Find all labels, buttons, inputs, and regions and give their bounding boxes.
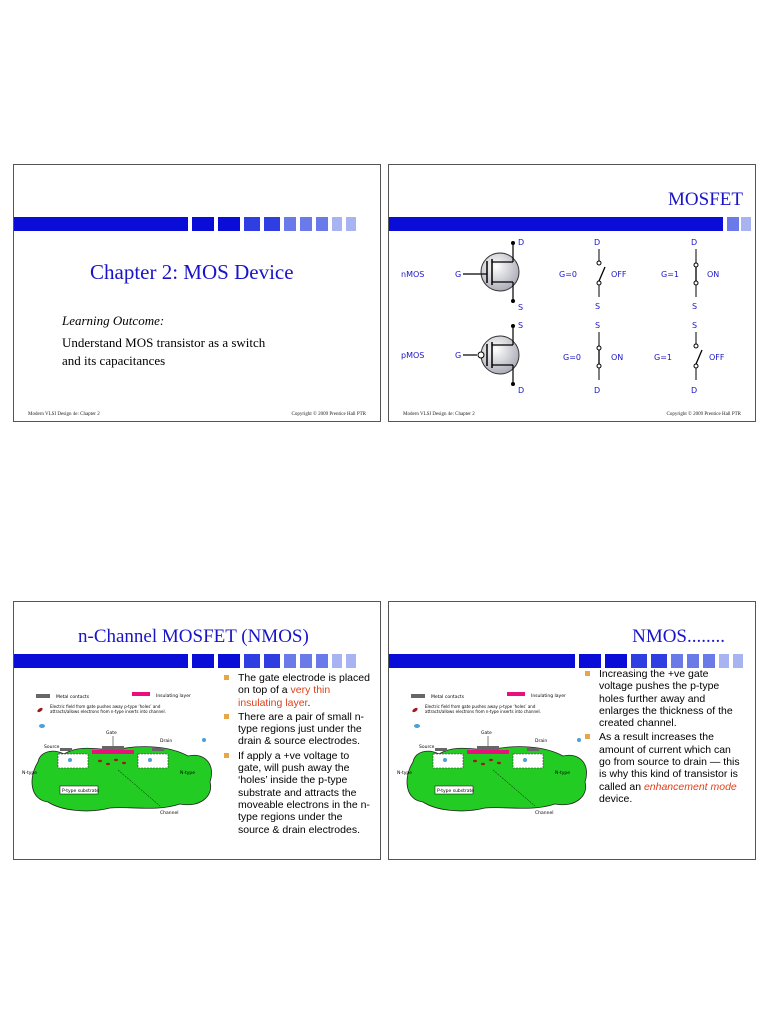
bullet-item: Increasing the +ve gate voltage pushes t…: [585, 668, 745, 729]
bullet-item: As a result increases the amount of curr…: [585, 731, 745, 805]
on-label: ON: [707, 270, 719, 279]
gate-label: Gate: [106, 730, 117, 736]
slide-title: Chapter 2: MOS Device: [90, 260, 294, 284]
legend-metal-contacts: Metal contacts: [56, 694, 90, 700]
drain-label: Drain: [535, 738, 547, 744]
drain-label: Drain: [160, 738, 172, 744]
drain-label: D: [518, 238, 524, 247]
field-text-line2: attracts/allows electrons from n-type in…: [425, 709, 541, 714]
drain-label: D: [691, 386, 697, 395]
switch-open-icon: [598, 266, 606, 282]
off-label: OFF: [611, 270, 627, 279]
nmos-cross-section-diagram: Metal contacts Insulating layer Electric…: [397, 692, 587, 816]
bullet-list: Increasing the +ve gate voltage pushes t…: [585, 668, 745, 807]
field-text-line1: Electric field from gate pushes away p-t…: [50, 704, 161, 709]
legend-insulating-layer: Insulating layer: [531, 693, 566, 699]
bullet-item: The gate electrode is placed on top of a…: [224, 672, 372, 709]
source-label: Source: [44, 744, 60, 750]
nmos-cross-section-diagram: Metal contacts Insulating layer Electric…: [22, 692, 212, 816]
gate-label: G: [455, 270, 461, 279]
source-label: Source: [419, 744, 435, 750]
highlight-text: very thin insulating layer: [238, 684, 331, 709]
decor-bar: [389, 654, 755, 668]
footer-left: Modern VLSI Design 4e: Chapter 2: [28, 412, 100, 417]
drain-label: D: [518, 386, 524, 395]
g1-label: G=1: [654, 353, 672, 362]
slide-title: n-Channel MOSFET (NMOS): [78, 626, 309, 647]
pmos-label: pMOS: [401, 351, 424, 360]
on-label: ON: [611, 353, 623, 362]
source-label: S: [518, 321, 523, 330]
decor-bar: [14, 654, 380, 668]
off-label: OFF: [709, 353, 725, 362]
field-text-line2: attracts/allows electrons from n-type in…: [50, 709, 166, 714]
source-label: S: [518, 303, 523, 312]
source-label: S: [692, 302, 697, 311]
field-text-line1: Electric field from gate pushes away p-t…: [425, 704, 536, 709]
footer-right: Copyright © 2009 Prentice Hall PTR: [291, 412, 367, 417]
drain-label: D: [691, 238, 697, 247]
drain-label: D: [594, 238, 600, 247]
channel-label: Channel: [160, 810, 178, 816]
legend-metal-contacts: Metal contacts: [431, 694, 465, 700]
footer-left: Modern VLSI Design 4e: Chapter 2: [403, 412, 475, 417]
slide-nmos-continued: NMOS........ Metal contacts Insulating l…: [388, 601, 756, 860]
ptype-substrate-label: P-type substrate: [62, 788, 99, 794]
bullet-item: There are a pair of small n-type regions…: [224, 711, 372, 748]
emphasis-text: enhancement mode: [643, 780, 737, 793]
decor-bar: [389, 217, 755, 231]
bullet-text: The gate electrode is placed on top of a: [238, 672, 370, 697]
slide-title: NMOS........: [632, 626, 725, 647]
slide-title: MOSFET: [668, 189, 743, 210]
switch-open-icon: [695, 349, 703, 365]
slide-mosfet: MOSFET nMOS G D S D S G=0 OFF: [388, 164, 756, 422]
bullet-text: device.: [599, 792, 633, 805]
nmos-label: nMOS: [401, 270, 424, 279]
gate-label: G: [455, 351, 461, 360]
ntype-label-right: N-type: [180, 770, 195, 776]
source-label: S: [692, 321, 697, 330]
bullet-text: .: [307, 696, 311, 709]
footer-right: Copyright © 2009 Prentice Hall PTR: [666, 412, 742, 417]
learning-line-2: and its capacitances: [62, 353, 166, 368]
bullet-item: If apply a +ve voltage to gate, will pus…: [224, 750, 372, 836]
source-label: S: [595, 321, 600, 330]
slide-chapter-title: Chapter 2: MOS Device Learning Outcome: …: [13, 164, 381, 422]
decor-bar: [14, 217, 380, 231]
g1-label: G=1: [661, 270, 679, 279]
ntype-label-left: N-type: [22, 770, 37, 776]
ptype-substrate-label: P-type substrate: [437, 788, 474, 794]
gate-label: Gate: [481, 730, 492, 736]
slide-nmos-channel: n-Channel MOSFET (NMOS) Metal contacts I…: [13, 601, 381, 860]
ntype-label-left: N-type: [397, 770, 412, 776]
learning-heading: Learning Outcome:: [62, 313, 165, 328]
legend-insulating-layer: Insulating layer: [156, 693, 191, 699]
learning-line-1: Understand MOS transistor as a switch: [62, 335, 266, 350]
g0-label: G=0: [563, 353, 581, 362]
bullet-list: The gate electrode is placed on top of a…: [224, 672, 372, 838]
drain-label: D: [594, 386, 600, 395]
mosfet-switch-diagram: nMOS G D S D S G=0 OFF D S G=1 ON pM: [401, 238, 725, 395]
bullet-text: As a result increases the amount of curr…: [599, 731, 740, 793]
source-label: S: [595, 302, 600, 311]
ntype-label-right: N-type: [555, 770, 570, 776]
channel-label: Channel: [535, 810, 553, 816]
g0-label: G=0: [559, 270, 577, 279]
